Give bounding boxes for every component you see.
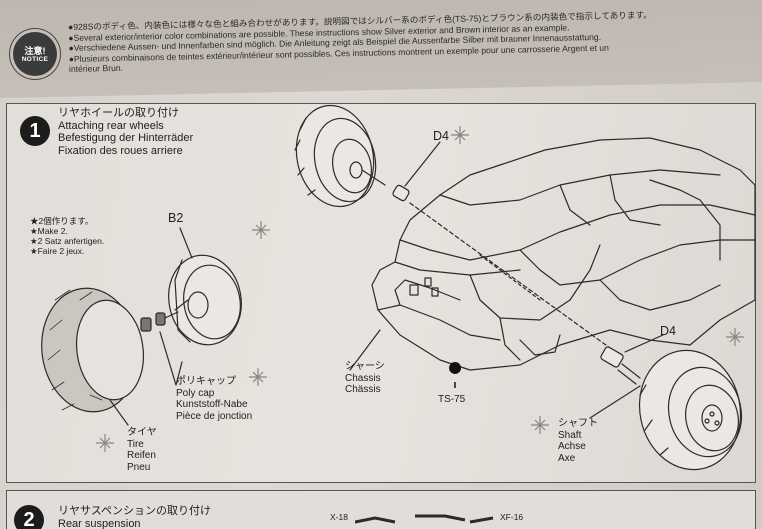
shaft-de: Achse — [558, 441, 586, 452]
chassis-en: Chassis — [345, 372, 381, 384]
tire-jp: タイヤ — [127, 427, 157, 438]
step-1-title: リヤホイールの取り付け Attaching rear wheels Befest… — [58, 107, 193, 157]
step-2-number: 2 — [14, 505, 44, 529]
step-1-title-en: Attaching rear wheels — [58, 119, 164, 132]
chassis-label: シャーシ Chassis Chässis — [345, 361, 385, 396]
make-note-de: ★2 Satz anfertigen. — [30, 236, 105, 246]
poly-cap-jp: ポリキャップ — [176, 376, 236, 387]
shaft-jp: シャフト — [558, 418, 598, 429]
tire-label: タイヤ Tire Reifen Pneu — [127, 427, 157, 473]
part-label-d4-bottom: D4 — [660, 324, 676, 338]
step-2-panel — [6, 490, 756, 529]
chassis-de: Chässis — [345, 384, 381, 395]
paint-label: TS-75 — [438, 394, 466, 405]
shaft-en: Shaft — [558, 429, 582, 441]
shaft-fr: Axe — [558, 452, 576, 464]
chassis-jp: シャーシ — [345, 361, 385, 372]
tire-fr: Pneu — [127, 461, 151, 473]
step-1-number: 1 — [20, 116, 50, 146]
poly-cap-label: ポリキャップ Poly cap Kunststoff-Nabe Pièce de… — [176, 376, 252, 422]
part-label-d4-top: D4 — [433, 129, 449, 143]
part-label-xf16: XF-16 — [500, 512, 524, 522]
step-2-title-jp: リヤサスペンションの取り付け — [58, 505, 212, 517]
step-2-title-en: Rear suspension — [58, 517, 141, 529]
step-1-title-fr: Fixation des roues arriere — [58, 144, 183, 157]
part-label-b2: B2 — [168, 211, 184, 225]
make-note-en: ★Make 2. — [30, 226, 68, 236]
notice-badge-en: NOTICE — [21, 55, 49, 63]
step-1-panel — [6, 103, 756, 483]
poly-cap-fr: Pièce de jonction — [176, 410, 253, 422]
part-label-x18: X-18 — [330, 512, 348, 522]
make-note: ★2個作ります。 ★Make 2. ★2 Satz anfertigen. ★F… — [30, 216, 104, 256]
notice-badge-jp: 注意! — [24, 45, 46, 56]
step-1-title-de: Befestigung der Hinterräder — [58, 132, 194, 144]
make-note-jp: ★2個作ります。 — [30, 216, 94, 226]
step-2-parts-sketch — [355, 514, 494, 524]
shaft-label: シャフト Shaft Achse Axe — [558, 418, 598, 464]
step-1-title-jp: リヤホイールの取り付け — [58, 107, 179, 119]
make-note-fr: ★Faire 2 jeux. — [30, 246, 85, 256]
notice-badge: 注意! NOTICE — [13, 32, 57, 76]
poly-cap-en: Poly cap — [176, 387, 215, 399]
poly-cap-de: Kunststoff-Nabe — [176, 399, 248, 410]
tire-de: Reifen — [127, 450, 156, 461]
tire-en: Tire — [127, 438, 144, 450]
step-2-title: リヤサスペンションの取り付け Rear suspension — [58, 505, 211, 529]
